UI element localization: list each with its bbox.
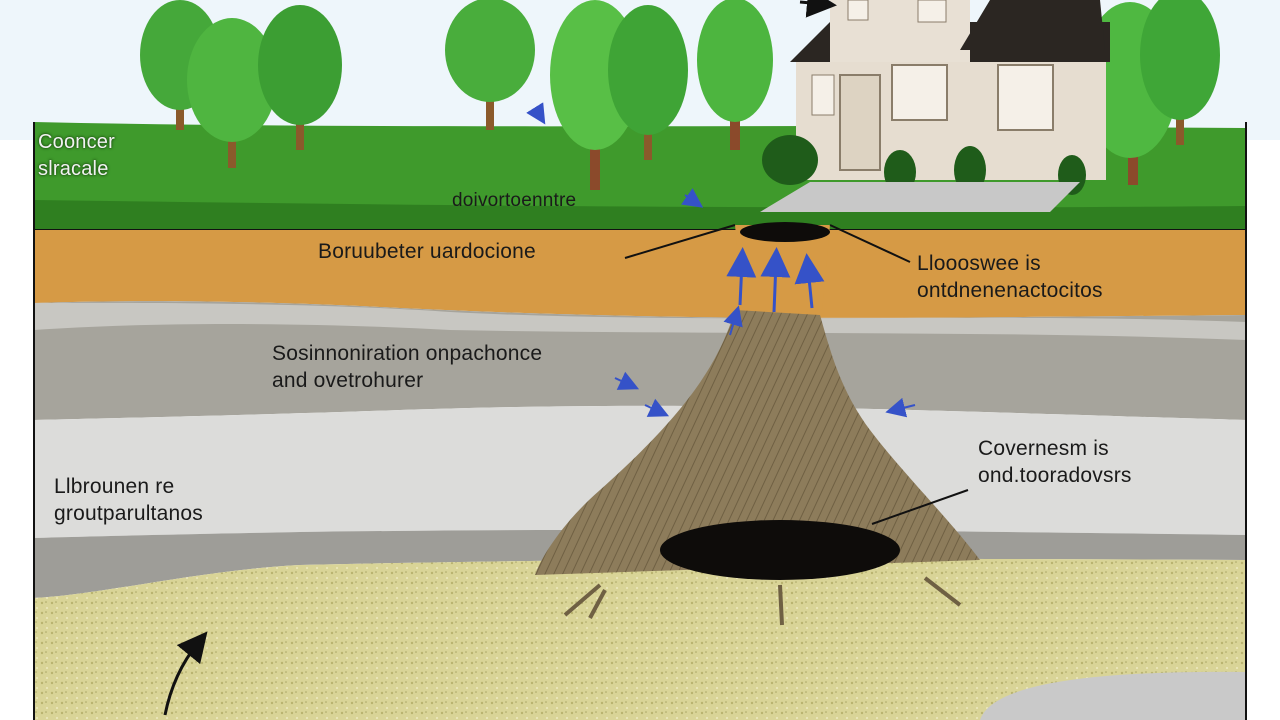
right-top-line-1: Lloooswee is [917,252,1041,275]
tree-icon [608,5,688,160]
topsoil-center-text: doivortoenntre [452,190,577,211]
tree-icon [187,18,277,168]
right-low-line-2: ond.tooradovsrs [978,464,1132,487]
arrow-icon [799,0,837,18]
driveway [760,182,1080,212]
mid-layer-line-1: Sosinnoniration onpachonce [272,342,543,365]
arrow-icon [614,371,640,390]
surface-label-line-1: Cooncer [38,131,115,153]
arrow-icon [885,397,916,418]
topsoil-center-label: doivortoenntre [452,187,576,214]
right-top-line-2: ontdnenenactocitos [917,279,1103,302]
sinkhole-void-icon [660,520,900,580]
leader-line [829,224,911,263]
tree-icon [1140,0,1220,145]
mid-layer-line-2: and ovetrohurer [272,369,424,392]
right-top-label: Lloooswee is ontdnenenactocitos [917,250,1103,304]
left-low-line-1: Llbrounen re [54,475,175,498]
right-low-label: Covernesm is ond.tooradovsrs [978,435,1132,489]
arrow-icon [163,631,208,716]
mid-layer-label: Sosinnoniration onpachonce and ovetrohur… [272,340,542,394]
left-low-line-2: groutparultanos [54,502,203,525]
arrow-icon [644,398,670,417]
right-low-line-1: Covernesm is [978,437,1109,460]
collapse-cone [535,310,980,575]
arrow-icon [723,305,743,336]
topsoil-layer [34,230,1246,318]
house-icon [790,0,1110,180]
leader-line [871,489,969,525]
surface-label-line-2: slracale [38,158,109,180]
sinkhole-void-icon [740,222,830,242]
left-low-label: Llbrounen re groutparultanos [54,473,203,527]
tree-icon [258,5,342,150]
subsoil-label: Boruubeter uardocione [318,238,536,265]
subsoil-text: Boruubeter uardocione [318,240,536,263]
arrow-icon [681,188,704,208]
arrow-icon [794,253,825,309]
surface-label: Cooncer slracale [38,129,115,183]
tree-icon [445,0,535,130]
arrow-icon [526,102,546,125]
arrow-icon [726,247,757,306]
arrow-icon [760,247,791,313]
sand-layer [34,558,1246,720]
tree-icon [697,0,773,150]
leader-line [624,224,736,259]
